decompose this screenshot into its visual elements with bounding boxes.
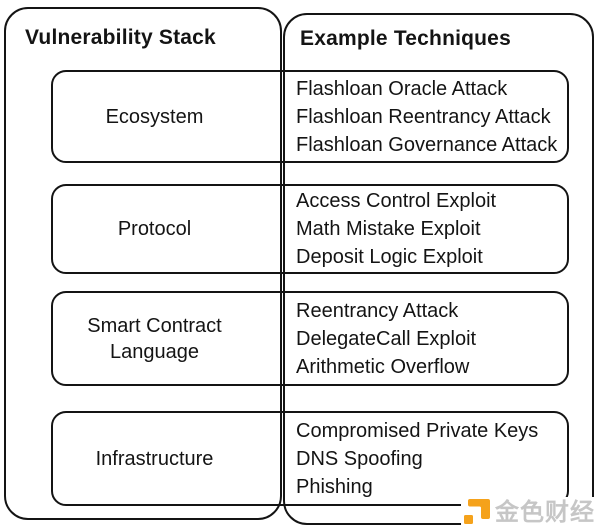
technique-item: DelegateCall Exploit: [296, 327, 477, 350]
technique-item: Access Control Exploit: [296, 190, 497, 212]
stack-row: Smart Contract Language Reentrancy Attac…: [51, 291, 569, 386]
layer-label: Protocol: [117, 218, 192, 240]
layer-label: Smart Contract Language: [87, 314, 222, 363]
technique-item: Compromised Private Keys: [296, 419, 539, 442]
technique-item: Flashloan Governance Attack: [296, 133, 558, 156]
jinse-finance-logo-icon: [464, 499, 490, 524]
technique-item: Flashloan Oracle Attack: [296, 77, 508, 100]
layer-label: Ecosystem: [105, 105, 204, 128]
technique-item: Phishing: [296, 475, 373, 498]
technique-item: DNS Spoofing: [296, 447, 423, 470]
example-techniques-panel: Example Techniques: [283, 13, 594, 525]
layer-label-cell: Smart Contract Language: [53, 293, 282, 384]
watermark-text: 金色财经: [495, 498, 595, 526]
vulnerability-stack-panel: Vulnerability Stack: [4, 7, 282, 520]
layer-label-cell: Infrastructure: [53, 413, 282, 504]
technique-item: Math Mistake Exploit: [296, 218, 481, 240]
layer-label-cell: Protocol: [53, 186, 282, 272]
technique-item: Flashloan Reentrancy Attack: [296, 105, 551, 128]
watermark: 金色财经: [461, 497, 597, 528]
layer-label-cell: Ecosystem: [53, 72, 282, 161]
technique-item: Deposit Logic Exploit: [296, 246, 483, 268]
example-techniques-title: Example Techniques: [300, 27, 511, 50]
layer-label: Infrastructure: [95, 447, 214, 470]
technique-item: Arithmetic Overflow: [296, 355, 470, 378]
technique-item: Reentrancy Attack: [296, 299, 459, 322]
vulnerability-stack-title: Vulnerability Stack: [25, 26, 216, 49]
